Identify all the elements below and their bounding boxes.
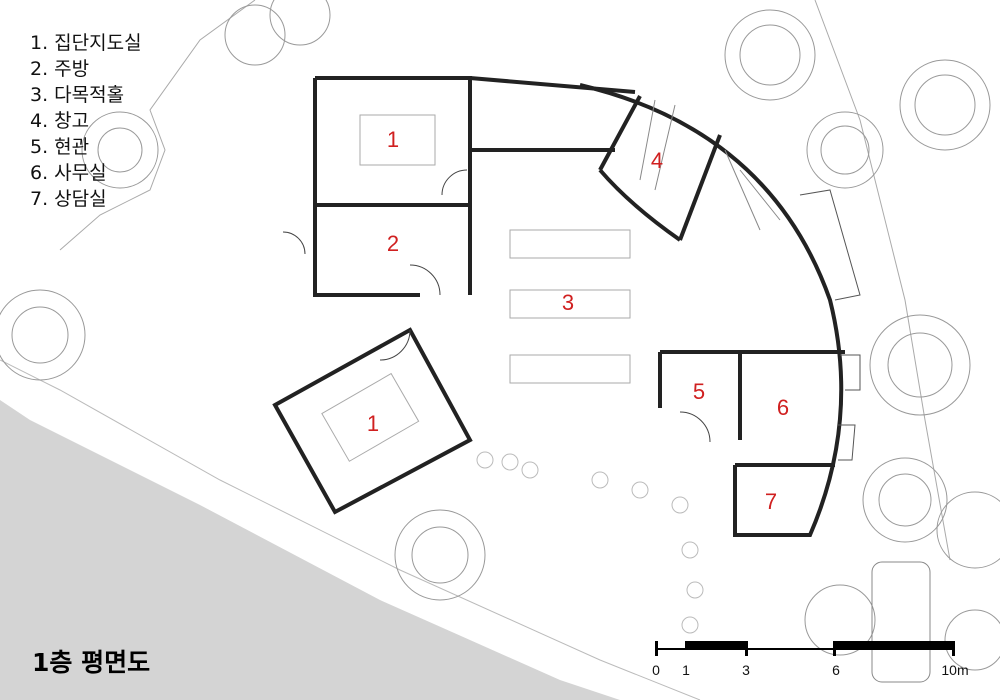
scale-tick: 0 [652,662,660,678]
scale-bar [655,641,955,656]
stair-lines [639,99,781,231]
hall-furniture [321,114,631,462]
room-label-3: 3 [561,290,575,315]
site-boundary-east [814,0,951,561]
room-label-6: 6 [776,395,790,420]
site-boundary [59,0,256,251]
room-label-7: 7 [764,489,778,514]
legend-item: 1. 집단지도실 [30,32,142,54]
car [871,561,931,683]
legend-item: 6. 사무실 [30,162,107,184]
windows [799,189,861,461]
legend-item: 2. 주방 [30,58,90,80]
door-swings [282,169,711,443]
scale-tick: 1 [682,662,690,678]
scale-tick: 10m [941,662,969,678]
plan-title: 1층 평면도 [32,648,151,677]
road [0,400,620,700]
scale-tick: 3 [742,662,750,678]
room-label-2: 2 [386,231,400,256]
scale-tick: 6 [832,662,840,678]
room-label-5: 5 [692,379,706,404]
room-label-1-north: 1 [386,127,400,152]
room-label-4: 4 [650,148,664,173]
stepping-stones [476,451,704,634]
room-legend: 1. 집단지도실 2. 주방 3. 다목적홀 4. 창고 5. 현관 6. 사무… [30,30,142,212]
legend-item: 7. 상담실 [30,188,107,210]
building-walls [272,76,845,537]
trees [0,0,1000,671]
legend-item: 5. 현관 [30,136,90,158]
room-label-1-south: 1 [366,411,380,436]
legend-item: 3. 다목적홀 [30,84,125,106]
legend-item: 4. 창고 [30,110,90,132]
road-edge [0,359,701,700]
